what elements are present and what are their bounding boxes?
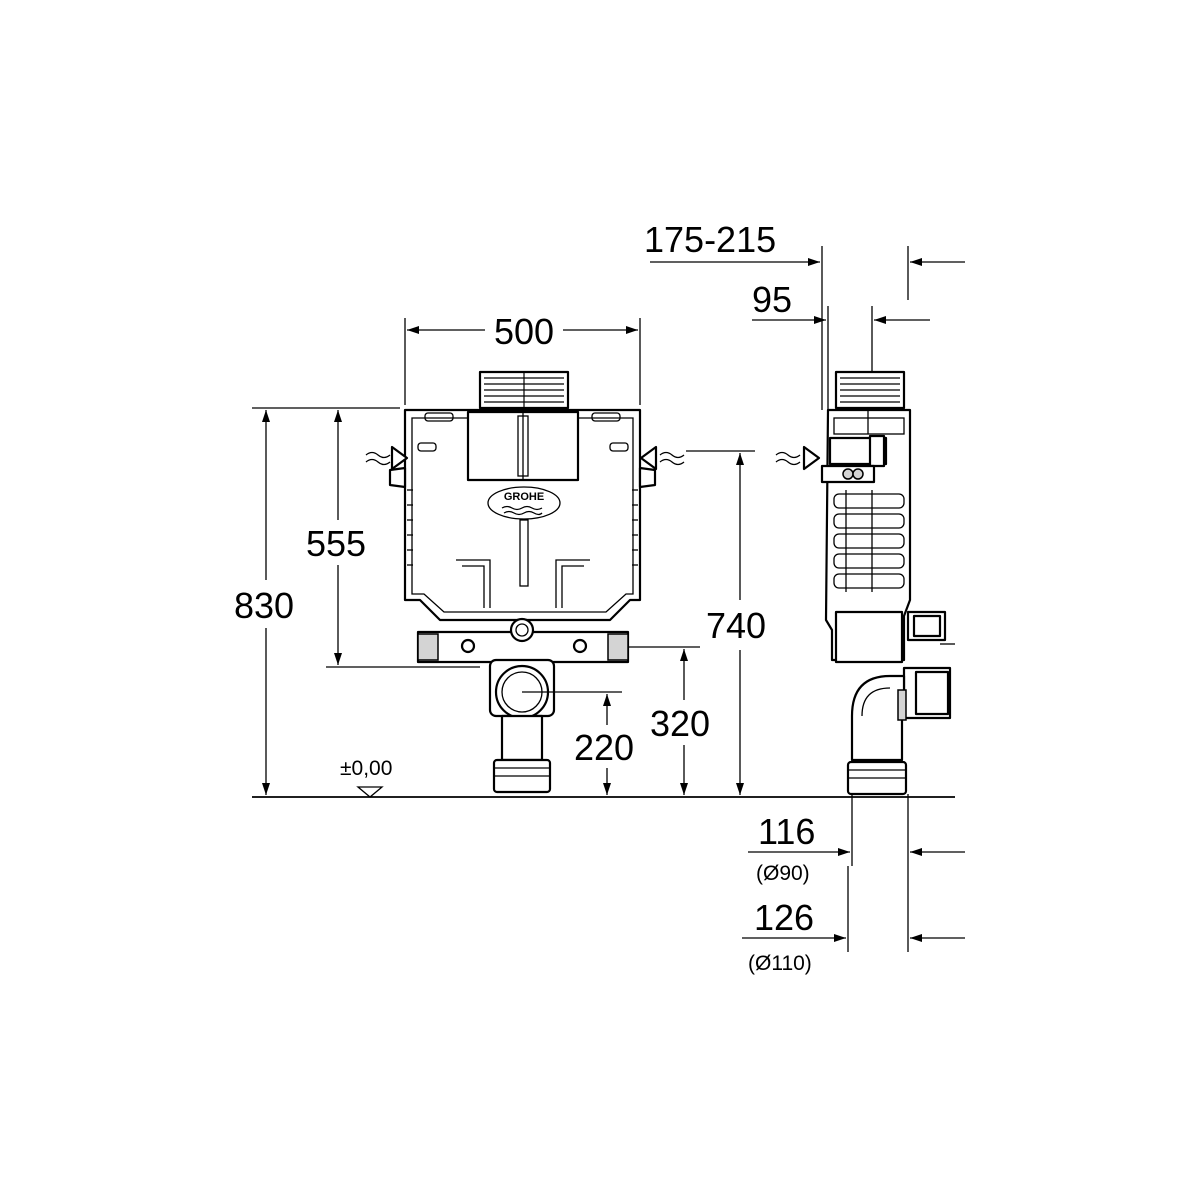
dim-116-label: 116 (758, 811, 815, 852)
dim-220-label: 220 (574, 727, 634, 768)
grohe-logo: GROHE (487, 486, 561, 520)
dim-740-label: 740 (706, 605, 766, 646)
dimension-height-740: 740 (686, 450, 766, 795)
dim-555-label: 555 (306, 523, 366, 564)
dimension-height-220: 220 (522, 691, 634, 795)
dim-175-215-label: 175-215 (644, 219, 776, 260)
dimension-pipe-126: 126 (Ø110) (742, 866, 965, 975)
front-view-frame: GROHE (388, 370, 657, 794)
dim-126-label: 126 (754, 897, 814, 938)
dim-116-diameter-label: (Ø90) (756, 862, 810, 885)
dimension-height-555: 555 (306, 410, 480, 668)
water-inlet-left-symbol (365, 445, 409, 471)
side-view-frame (820, 370, 955, 796)
dimension-height-320: 320 (628, 646, 710, 795)
floor-level-label: ±0,00 (340, 757, 392, 780)
dim-500-label: 500 (494, 311, 554, 352)
water-inlet-side-symbol (775, 445, 821, 471)
water-inlet-right-symbol (639, 445, 685, 471)
floor-level-marker: ±0,00 (340, 757, 392, 798)
dim-95-label: 95 (752, 279, 792, 320)
dimension-width-500: 500 (404, 311, 641, 405)
grohe-logo-text: GROHE (504, 491, 544, 503)
dimension-depth-95: 95 (752, 279, 930, 410)
dim-126-diameter-label: (Ø110) (748, 952, 812, 975)
dimension-height-830: 830 (234, 407, 400, 795)
dimension-pipe-116: 116 (Ø90) (748, 794, 965, 885)
dim-830-label: 830 (234, 585, 294, 626)
dimension-depth-175-215: 175-215 (644, 219, 965, 410)
dim-320-label: 320 (650, 703, 710, 744)
